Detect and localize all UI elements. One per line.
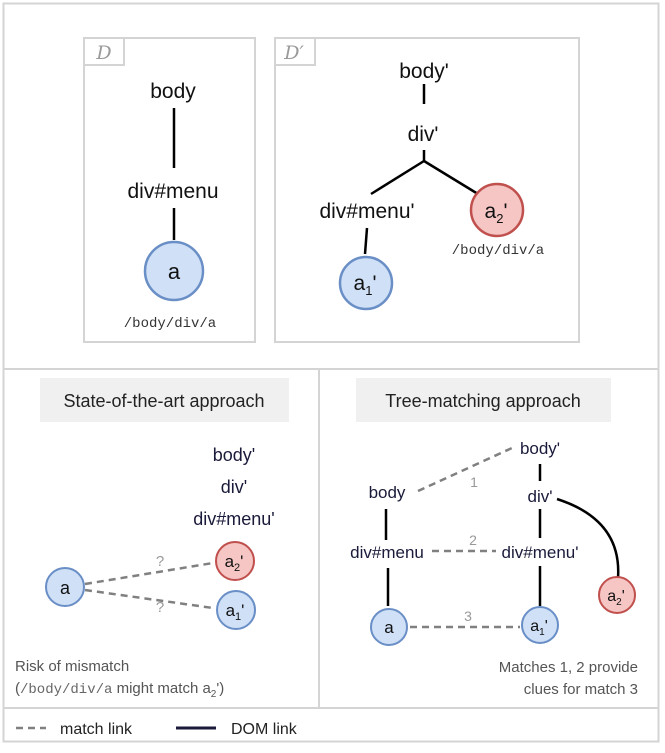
d-menu-node: div#menu — [127, 180, 218, 203]
right-div-prime-node: div' — [528, 487, 553, 506]
left-match-link-a2 — [84, 561, 214, 586]
left-a2-node — [215, 541, 255, 581]
right-menu-prime-node: div#menu' — [502, 543, 579, 562]
dp-menu-node: div#menu' — [319, 200, 414, 223]
left-a-node — [45, 567, 85, 607]
legend-dom-link-label: DOM link — [231, 721, 298, 738]
right-a1-node — [521, 606, 559, 644]
left-title-box — [40, 378, 289, 422]
left-div-node: div' — [221, 477, 247, 497]
right-title: Tree-matching approach — [385, 391, 580, 411]
state-of-the-art-panel: State-of-the-art approach body' div' div… — [15, 378, 289, 700]
right-match-label-1: 1 — [470, 474, 478, 490]
left-question-2: ? — [156, 599, 164, 616]
left-a1-label: a1' — [226, 601, 245, 623]
right-a-label: a — [384, 618, 394, 637]
left-a1-node — [216, 590, 256, 630]
right-match-label-3: 3 — [464, 608, 472, 624]
tree-matching-panel: Tree-matching approach 1 2 3 body div#me… — [350, 378, 638, 698]
right-note-line2: clues for match 3 — [524, 681, 638, 698]
dp-a2-label: a2' — [485, 200, 508, 226]
right-menu-node: div#menu — [350, 543, 424, 562]
right-body-node: body — [369, 483, 406, 502]
legend-match-link-label: match link — [60, 721, 133, 738]
outer-frame — [2, 2, 660, 743]
d-xpath: /body/div/a — [124, 316, 216, 332]
left-body-node: body' — [213, 445, 255, 465]
d-body-node: body — [150, 80, 196, 103]
left-match-link-a1 — [84, 588, 214, 610]
left-menu-node: div#menu' — [193, 509, 274, 529]
dp-div-node: div' — [408, 123, 439, 146]
right-body-prime-node: body' — [520, 439, 560, 458]
legend: match link DOM link — [16, 721, 298, 738]
d-a-node — [143, 240, 205, 302]
right-a2-node — [598, 576, 636, 614]
document-d-panel: D body div#menu a /body/div/a — [83, 37, 256, 343]
right-match-link-1 — [417, 446, 513, 493]
document-d-prime-panel: D′ body' div' div#menu' a2' /body/div/a … — [274, 37, 580, 343]
dp-a1-label: a1' — [354, 272, 377, 298]
dp-xpath: /body/div/a — [452, 243, 544, 259]
dp-a1-node — [338, 255, 394, 311]
left-a-label: a — [60, 578, 71, 598]
d-a-label: a — [168, 259, 181, 284]
dp-a2-node — [469, 182, 525, 238]
left-question-1: ? — [156, 553, 164, 570]
right-a-node — [370, 608, 408, 646]
left-risk-line1: Risk of mismatch — [15, 658, 129, 675]
right-a2-label: a2' — [607, 588, 625, 608]
right-note-line1: Matches 1, 2 provide — [499, 659, 638, 676]
right-match-label-2: 2 — [469, 532, 477, 548]
right-a1-label: a1' — [530, 618, 548, 638]
right-title-box — [356, 378, 611, 422]
left-title: State-of-the-art approach — [63, 391, 264, 411]
document-d-prime-label: D′ — [283, 42, 304, 64]
left-a2-label: a2' — [225, 552, 244, 574]
dp-body-node: body' — [399, 60, 449, 83]
left-risk-line2: (/body/div/a might match a2') — [15, 680, 224, 700]
document-d-label: D — [95, 42, 111, 64]
